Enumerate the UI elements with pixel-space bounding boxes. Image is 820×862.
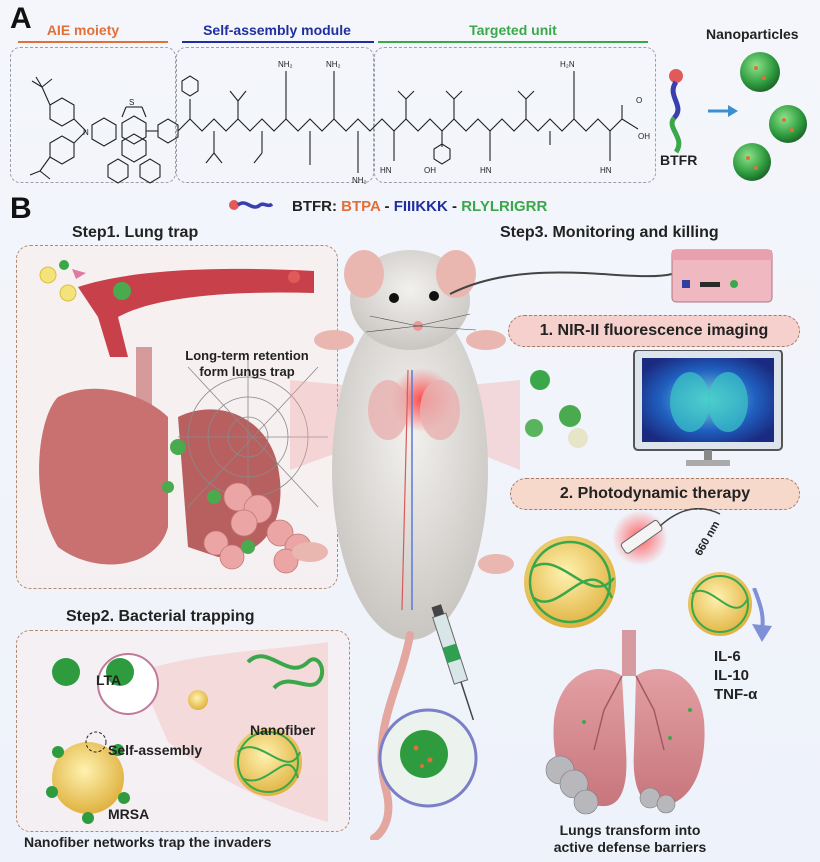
mouse-illustration — [290, 250, 520, 840]
self-assembly-module-box — [176, 47, 374, 183]
svg-text:NH₂: NH₂ — [278, 60, 293, 69]
svg-text:NH₂: NH₂ — [352, 176, 367, 185]
svg-text:N: N — [83, 128, 89, 137]
svg-text:HN: HN — [480, 166, 492, 175]
svg-text:S: S — [129, 98, 134, 107]
aie-moiety-box — [10, 47, 176, 183]
btfr-separator-2: - — [452, 198, 458, 215]
step3-title: Step3. Monitoring and killing — [500, 224, 719, 241]
targeted-unit-box — [374, 47, 656, 183]
svg-text:HN: HN — [600, 166, 612, 175]
nir-ii-imaging-pill: 1. NIR-II fluorescence imaging — [508, 315, 800, 347]
bacterial-trapping-illustration — [46, 642, 328, 824]
panel-b-letter: B — [10, 192, 32, 225]
self-assembly-module-underline — [182, 41, 374, 43]
nir-imaging-monitor — [525, 350, 783, 466]
self-assembly-label: Self-assembly — [108, 742, 203, 758]
imaging-device — [449, 249, 773, 303]
lung-trap-illustration — [39, 260, 328, 574]
nanoparticles-label: Nanoparticles — [706, 26, 799, 42]
svg-text:OH: OH — [638, 132, 650, 141]
mrsa-label: MRSA — [108, 806, 150, 822]
panel-a-letter: A — [10, 2, 32, 35]
cytokine-il10: IL-10 — [714, 667, 750, 684]
btfr-formula: BTFR: BTPA - FIIIKKK - RLYLRIGRR — [292, 198, 547, 215]
arrow-to-nanoparticles — [708, 105, 738, 117]
nanofiber-label: Nanofiber — [250, 722, 316, 738]
targeted-unit-underline — [378, 41, 648, 43]
arrow-down — [752, 588, 772, 642]
btfr-label: BTFR — [660, 152, 698, 168]
targeted-unit-title: Targeted unit — [469, 22, 557, 38]
step2-caption: Nanofiber networks trap the invaders — [24, 834, 272, 850]
self-assembly-module-title: Self-assembly module — [203, 22, 351, 38]
btfr-part-btpa: BTPA — [341, 198, 381, 215]
photodynamic-therapy-pill: 2. Photodynamic therapy — [510, 478, 800, 510]
aie-moiety-title: AIE moiety — [46, 22, 120, 38]
btfr-formula-prefix: BTFR: — [292, 198, 337, 215]
step2-title: Step2. Bacterial trapping — [66, 608, 255, 625]
svg-text:H₂N: H₂N — [560, 60, 575, 69]
btfr-part-rlylrigrr: RLYLRIGRR — [461, 198, 548, 215]
btfr-part-fiiikkk: FIIIKKK — [393, 198, 448, 215]
svg-text:O: O — [636, 96, 642, 105]
final-caption: Lungs transform into active defense barr… — [553, 822, 707, 855]
step1-title: Step1. Lung trap — [72, 224, 199, 241]
svg-text:HN: HN — [380, 166, 392, 175]
defense-lungs-illustration — [545, 630, 705, 815]
btfr-small-icon — [229, 200, 274, 210]
hydroxyl-label: OH — [424, 166, 436, 175]
nanoparticle-spheres — [733, 52, 807, 181]
btfr-separator-1: - — [384, 198, 390, 215]
btfr-chemical-structure: N S OH O OH NH₂ NH₂ NH₂ H₂N HN HN HN — [29, 60, 650, 185]
cytokine-tnf-alpha: TNF-α — [714, 686, 758, 703]
photodynamic-illustration — [524, 508, 752, 636]
lta-label: LTA — [96, 672, 122, 688]
btfr-molecule-icon — [669, 69, 683, 154]
aie-moiety-underline — [18, 41, 168, 43]
cytokine-il6: IL-6 — [714, 648, 741, 665]
svg-text:NH₂: NH₂ — [326, 60, 341, 69]
step1-caption: Long-term retention form lungs trap — [185, 348, 309, 379]
